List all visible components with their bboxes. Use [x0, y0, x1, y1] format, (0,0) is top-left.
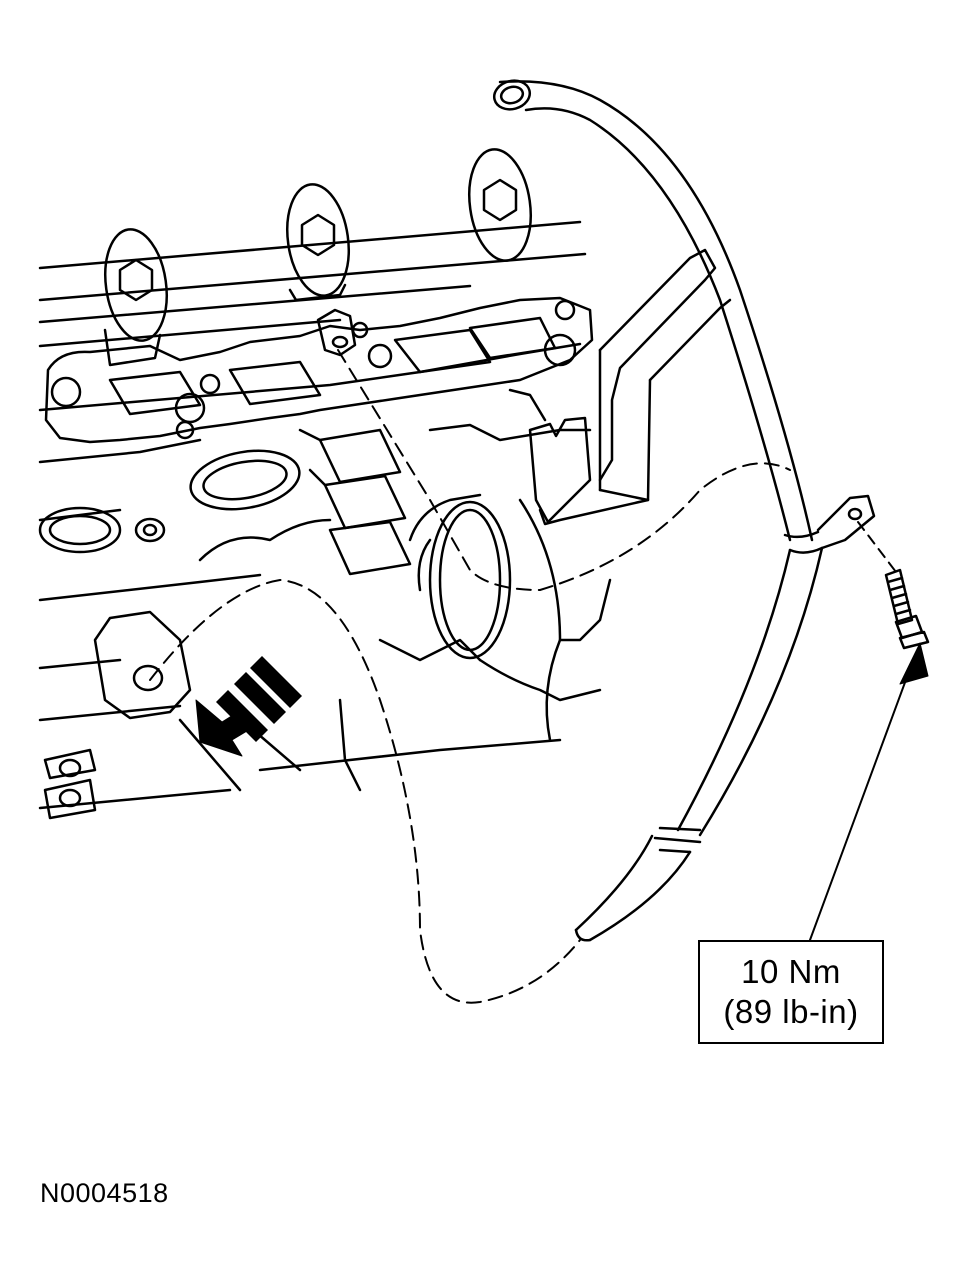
- bolt-icon: [884, 568, 930, 650]
- engine-block: [38, 220, 612, 820]
- torque-spec-callout: 10 Nm (89 lb-in): [698, 940, 884, 1044]
- cam-cover-bolts: [103, 148, 532, 367]
- torque-metric-value: 10 Nm: [741, 953, 841, 990]
- torque-imperial-value: (89 lb-in): [723, 993, 859, 1030]
- leader-lines: [149, 349, 929, 1004]
- tube-bracket: [528, 248, 732, 526]
- direction-arrow-icon: [195, 656, 302, 757]
- figure-id-label: N0004518: [40, 1178, 169, 1208]
- oil-level-indicator-tube: [492, 79, 876, 942]
